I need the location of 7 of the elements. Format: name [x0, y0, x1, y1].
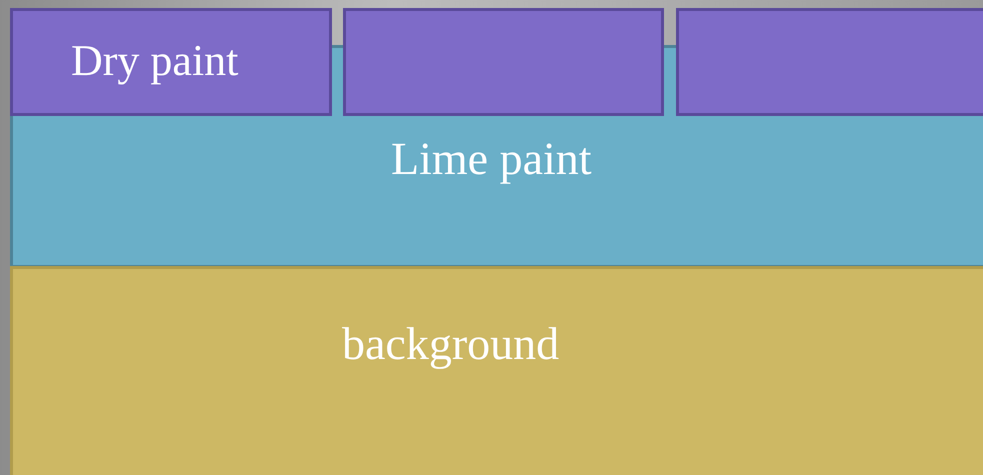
- empty-box: [343, 8, 664, 116]
- layer-box: [10, 266, 983, 475]
- layer-label: Dry paint: [71, 37, 238, 86]
- layer-label: background: [342, 319, 560, 370]
- empty-box: [676, 8, 983, 116]
- layer-box: [10, 8, 332, 116]
- layer-label: Lime paint: [391, 134, 592, 185]
